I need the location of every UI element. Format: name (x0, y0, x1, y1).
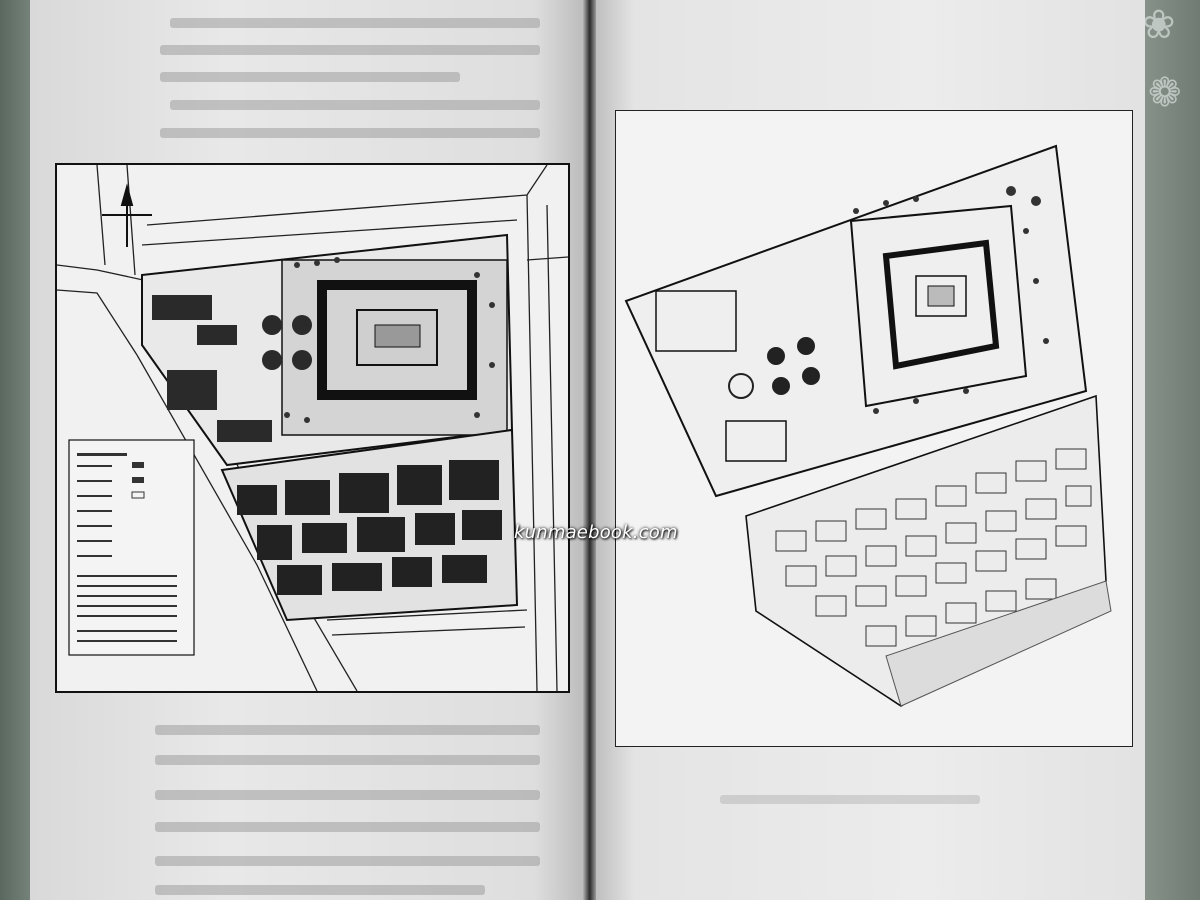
north-arrow-icon (102, 183, 152, 247)
body-text-line (170, 100, 540, 110)
body-text-line (160, 45, 540, 55)
body-text-line (155, 885, 485, 895)
floral-ornament-icon: ❁ (1148, 70, 1182, 116)
body-text-line (155, 725, 540, 735)
body-text-line (155, 755, 540, 765)
floral-ornament-icon: ❀ (1142, 2, 1176, 48)
body-text-line (155, 790, 540, 800)
body-text-line (160, 72, 460, 82)
left-map-drawing (56, 164, 569, 692)
right-map-drawing (624, 144, 1112, 707)
book-spine (582, 0, 596, 900)
body-text-line (155, 822, 540, 832)
body-text-line (160, 128, 540, 138)
watermark-text: kunmaebook.com (514, 522, 678, 543)
right-site-map (615, 110, 1133, 747)
left-site-map (55, 163, 570, 693)
body-text-line (155, 856, 540, 866)
figure-caption-line (720, 795, 980, 804)
body-text-line (170, 18, 540, 28)
